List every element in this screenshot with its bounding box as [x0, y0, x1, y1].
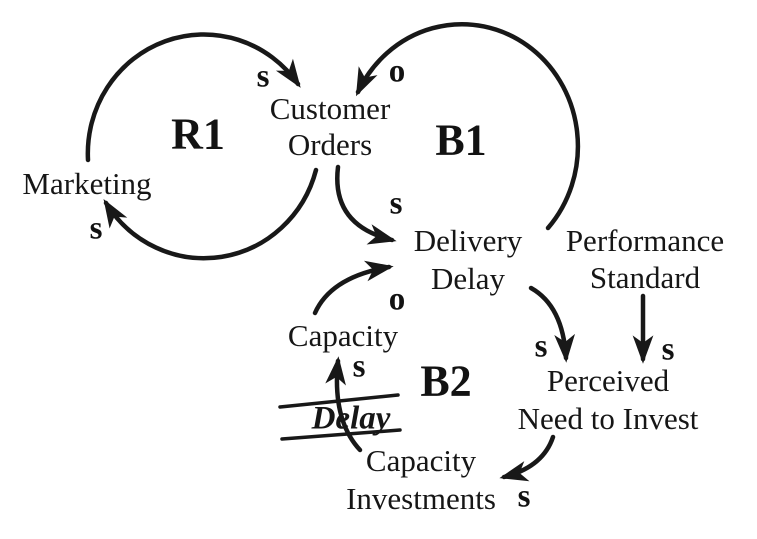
node-marketing: Marketing	[22, 166, 152, 201]
node-performance-standard-line2: Standard	[589, 260, 701, 295]
arrow-perceived-need-to-capacity-investments	[499, 434, 556, 482]
polarity-capacity-investments-to-capacity: s	[352, 348, 366, 385]
node-customer-orders-line1: Customer	[269, 91, 391, 126]
polarity-delivery-delay-to-customer-orders: o	[388, 53, 406, 90]
delay-mark-line-top	[278, 393, 400, 409]
node-customer-orders-line2: Orders	[287, 127, 373, 162]
polarity-perceived-need-to-capacity-investments: s	[517, 478, 531, 515]
node-performance-standard-line1: Performance	[565, 223, 725, 258]
arrow-customer-orders-to-marketing	[103, 167, 319, 261]
polarity-customer-orders-to-marketing: s	[89, 210, 103, 247]
node-capacity-investments-line2: Investments	[346, 481, 496, 516]
polarity-marketing-to-customer-orders: s	[256, 58, 270, 95]
loop-label-b2: B2	[420, 356, 472, 406]
node-capacity: Capacity	[287, 318, 399, 353]
loop-label-b1: B1	[435, 115, 487, 165]
node-perceived-need-line1: Perceived	[546, 363, 670, 398]
arrow-delivery-delay-to-perceived-need	[528, 285, 576, 363]
polarity-delivery-delay-to-perceived-need: s	[534, 328, 548, 365]
arrow-capacity-to-delivery-delay	[312, 260, 394, 316]
polarity-performance-standard-to-perceived-need: s	[661, 331, 675, 368]
polarity-capacity-to-delivery-delay: o	[388, 281, 406, 318]
node-delivery-delay-line2: Delay	[430, 261, 506, 296]
node-capacity-investments: Capacity Investments	[346, 442, 496, 518]
node-customer-orders: Customer Orders	[270, 91, 391, 163]
loop-label-r1: R1	[171, 109, 225, 159]
node-perceived-need-line2: Need to Invest	[517, 401, 699, 436]
polarity-customer-orders-to-delivery-delay: s	[389, 185, 403, 222]
node-delivery-delay-line1: Delivery	[413, 223, 523, 258]
arrow-marketing-to-customer-orders	[85, 32, 301, 163]
node-delivery-delay: Delivery Delay	[414, 222, 522, 298]
arrow-customer-orders-to-delivery-delay	[335, 164, 397, 245]
node-capacity-investments-line1: Capacity	[365, 443, 477, 478]
arrow-capacity-investments-to-capacity	[325, 356, 363, 453]
node-perceived-need-to-invest: Perceived Need to Invest	[518, 362, 699, 438]
delay-mark-line-bottom	[280, 428, 402, 441]
arrow-delivery-delay-to-customer-orders	[355, 21, 581, 231]
delay-mark-label: Delay	[311, 400, 391, 437]
node-performance-standard: Performance Standard	[566, 222, 724, 296]
